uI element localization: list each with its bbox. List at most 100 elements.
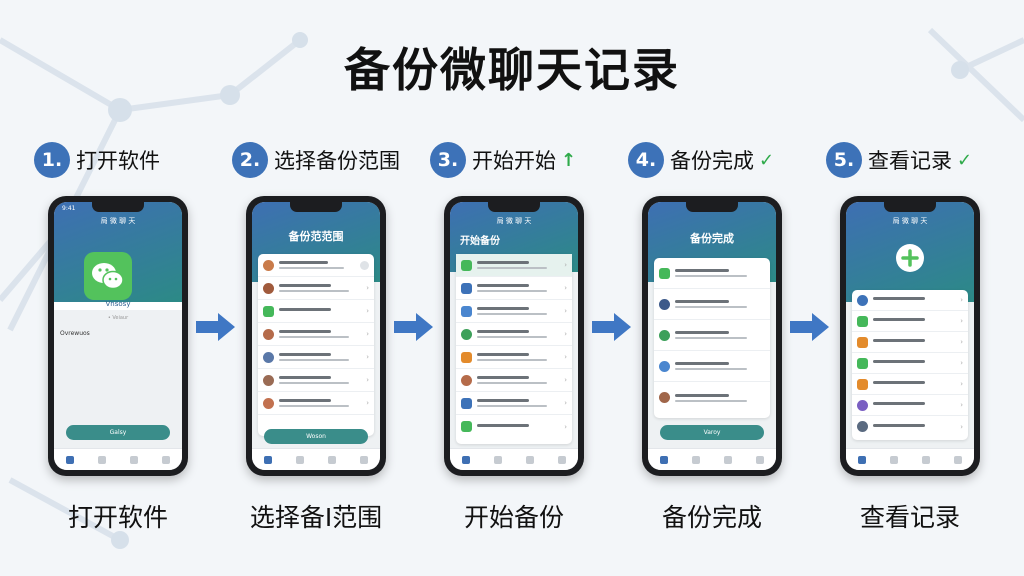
list-item bbox=[654, 320, 770, 351]
list-item[interactable]: › bbox=[456, 300, 572, 323]
tab-item[interactable] bbox=[360, 455, 368, 464]
list-item bbox=[654, 289, 770, 320]
step-number: 4. bbox=[628, 142, 664, 178]
list-item[interactable]: › bbox=[456, 392, 572, 415]
backup-list: › › › › › › › › bbox=[456, 254, 572, 444]
app-header: 局 微 聊 天 bbox=[846, 202, 974, 302]
list-item[interactable]: › bbox=[456, 346, 572, 369]
result-list bbox=[654, 258, 770, 418]
header-title: 局 微 聊 天 bbox=[496, 217, 532, 225]
tab-bar bbox=[450, 448, 578, 470]
list-item[interactable]: › bbox=[258, 392, 374, 415]
tab-home[interactable] bbox=[462, 455, 470, 464]
header-title: 备份完成 bbox=[690, 232, 734, 245]
phone-mockup: 局 微 聊 天 开始备份 › › › › › › › › bbox=[444, 196, 584, 476]
list-item[interactable]: › bbox=[258, 369, 374, 392]
tab-item[interactable] bbox=[724, 455, 732, 464]
list-item[interactable]: › bbox=[456, 323, 572, 346]
tab-item[interactable] bbox=[558, 455, 566, 464]
check-icon: ✓ bbox=[957, 149, 973, 171]
list-item[interactable]: › bbox=[852, 374, 968, 395]
step-number: 1. bbox=[34, 142, 70, 178]
page-title: 备份微聊天记录 bbox=[344, 43, 680, 97]
step-caption: 查看记录 bbox=[859, 503, 960, 532]
tab-bar bbox=[648, 448, 776, 470]
check-icon: ✓ bbox=[759, 149, 775, 171]
step-3-heading: 3. 开始开始 ↑ bbox=[430, 140, 576, 180]
tab-home[interactable] bbox=[858, 455, 866, 464]
tab-item[interactable] bbox=[98, 455, 106, 464]
list-item[interactable]: › bbox=[852, 416, 968, 437]
app-label: Vnsosy bbox=[105, 300, 131, 308]
tab-bar bbox=[252, 448, 380, 470]
step-title: 开始开始 bbox=[472, 149, 556, 173]
phone-screen: 9:41 局 微 聊 天 Vnsosy • Veiaur Ovrewuos Ga… bbox=[54, 202, 182, 470]
tab-item[interactable] bbox=[494, 455, 502, 464]
phone-screen: 局 微 聊 天 开始备份 › › › › › › › › bbox=[450, 202, 578, 470]
list-item[interactable]: › bbox=[852, 311, 968, 332]
step-title: 查看记录 bbox=[868, 149, 952, 173]
list-item bbox=[654, 258, 770, 289]
list-item bbox=[654, 382, 770, 413]
chat-list: › › › › › › bbox=[258, 254, 374, 436]
header-title: 局 微 聊 天 bbox=[100, 217, 136, 225]
list-item[interactable]: › bbox=[852, 290, 968, 311]
phone-screen: 备份范范围 › › › › › › Woson bbox=[252, 202, 380, 470]
list-item[interactable]: › bbox=[456, 369, 572, 392]
done-button[interactable]: Varoy bbox=[660, 425, 764, 440]
list-item[interactable] bbox=[258, 254, 374, 277]
tab-bar bbox=[54, 448, 182, 470]
list-item[interactable]: › bbox=[456, 415, 572, 438]
list-item[interactable]: › bbox=[852, 353, 968, 374]
phone-screen: 备份完成 Varoy bbox=[648, 202, 776, 470]
list-item[interactable]: › bbox=[456, 254, 572, 277]
phone-notch bbox=[884, 202, 936, 212]
tab-item[interactable] bbox=[692, 455, 700, 464]
tab-item[interactable] bbox=[162, 455, 170, 464]
tab-item[interactable] bbox=[890, 455, 898, 464]
header-title: 局 微 聊 天 bbox=[892, 217, 928, 225]
confirm-button[interactable]: Woson bbox=[264, 429, 368, 444]
right-arrow-icon bbox=[196, 313, 235, 341]
list-item[interactable]: › bbox=[852, 395, 968, 416]
step-title: 备份完成 bbox=[670, 149, 754, 173]
tab-home[interactable] bbox=[660, 455, 668, 464]
phone-mockup: 9:41 局 微 聊 天 Vnsosy • Veiaur Ovrewuos Ga… bbox=[48, 196, 188, 476]
screen-title: 开始备份 bbox=[460, 236, 500, 247]
step-caption: 备份完成 bbox=[661, 503, 762, 532]
tab-item[interactable] bbox=[954, 455, 962, 464]
header-title: 备份范范围 bbox=[288, 230, 344, 243]
tab-item[interactable] bbox=[328, 455, 336, 464]
phone-mockup: 备份完成 Varoy bbox=[642, 196, 782, 476]
tab-item[interactable] bbox=[296, 455, 304, 464]
step-number: 3. bbox=[430, 142, 466, 178]
phone-notch bbox=[92, 202, 144, 212]
step-2-heading: 2. 选择备份范围 bbox=[232, 140, 400, 180]
list-item[interactable]: › bbox=[258, 346, 374, 369]
list-item[interactable]: › bbox=[852, 332, 968, 353]
phone-mockup: 局 微 聊 天 › › › › › › › bbox=[840, 196, 980, 476]
app-header: 局 微 聊 天 bbox=[54, 202, 182, 302]
phone-mockup: 备份范范围 › › › › › › Woson bbox=[246, 196, 386, 476]
start-button[interactable]: Galsy bbox=[66, 425, 170, 440]
wechat-logo-icon bbox=[84, 252, 132, 300]
tab-item[interactable] bbox=[526, 455, 534, 464]
list-item[interactable]: › bbox=[258, 277, 374, 300]
phone-screen: 局 微 聊 天 › › › › › › › bbox=[846, 202, 974, 470]
step-caption: 开始备份 bbox=[463, 503, 564, 532]
phone-notch bbox=[488, 202, 540, 212]
tab-item[interactable] bbox=[922, 455, 930, 464]
step-number: 5. bbox=[826, 142, 862, 178]
list-item[interactable]: › bbox=[456, 277, 572, 300]
right-arrow-icon bbox=[394, 313, 433, 341]
list-item[interactable]: › bbox=[258, 323, 374, 346]
tab-item[interactable] bbox=[130, 455, 138, 464]
phone-notch bbox=[686, 202, 738, 212]
step-4-heading: 4. 备份完成 ✓ bbox=[628, 140, 774, 180]
tab-home[interactable] bbox=[264, 455, 272, 464]
list-item bbox=[654, 351, 770, 382]
records-list: › › › › › › › bbox=[852, 290, 968, 440]
tab-home[interactable] bbox=[66, 455, 74, 464]
list-item[interactable]: › bbox=[258, 300, 374, 323]
tab-item[interactable] bbox=[756, 455, 764, 464]
